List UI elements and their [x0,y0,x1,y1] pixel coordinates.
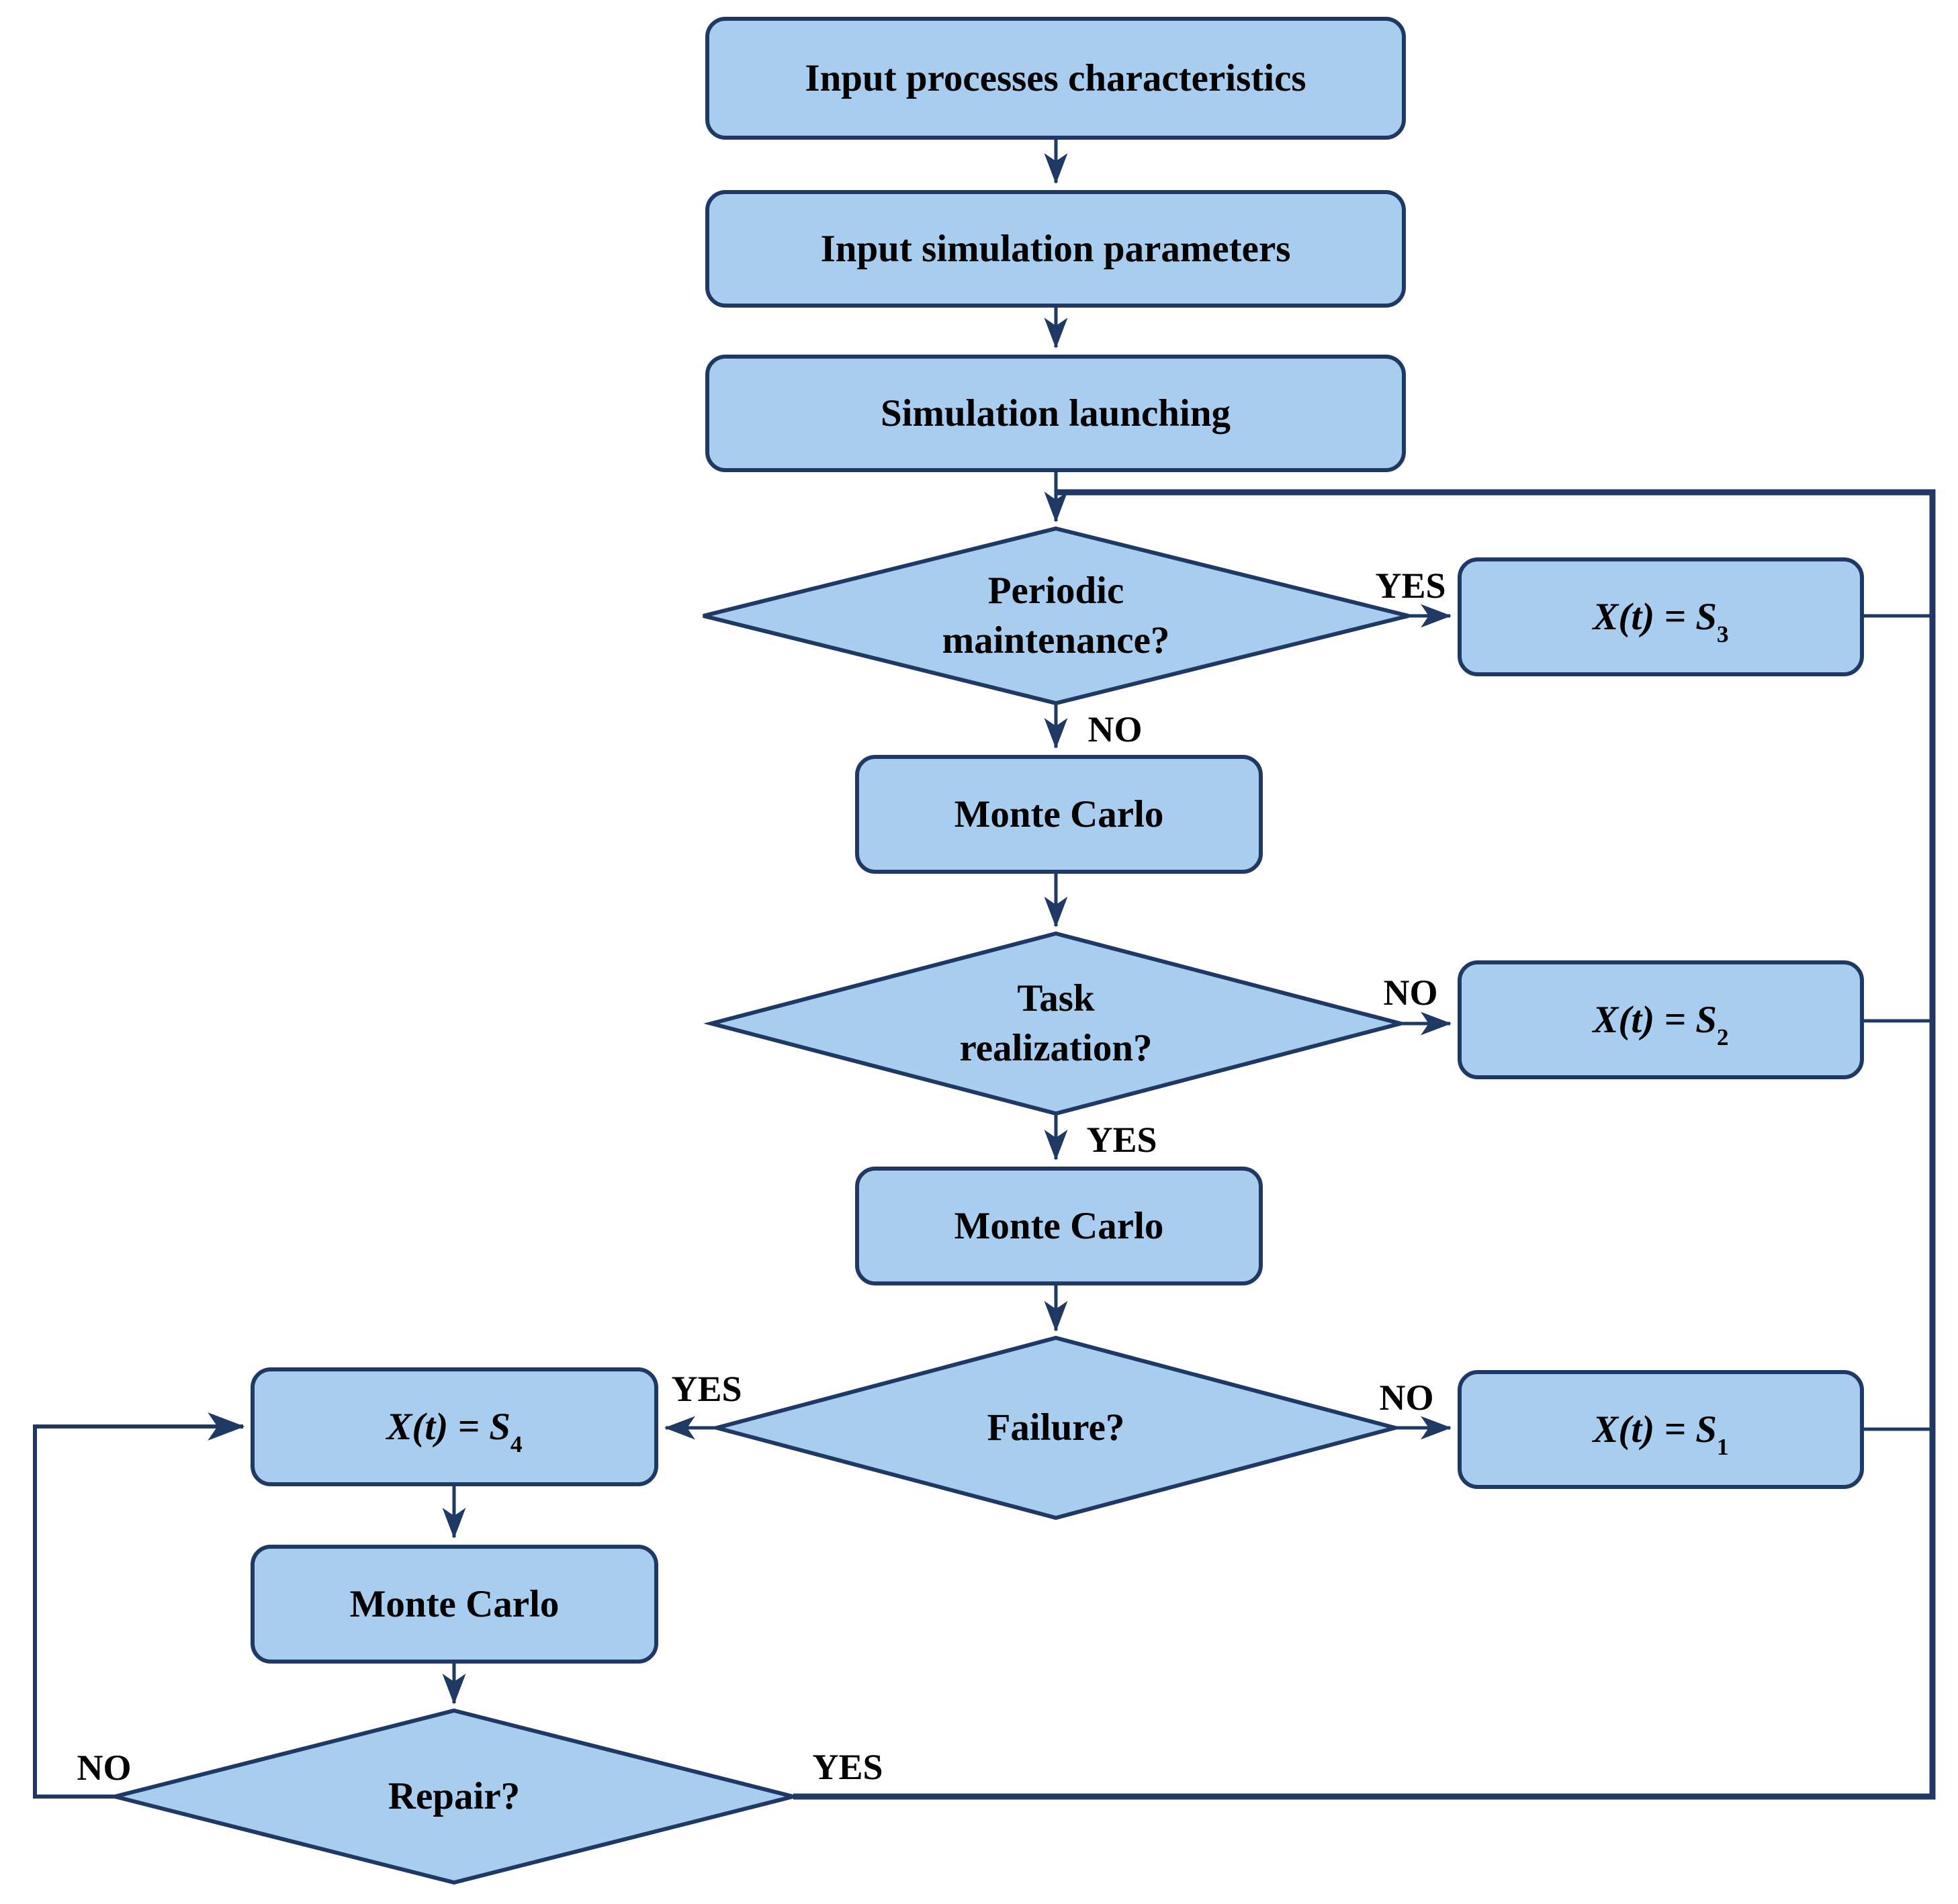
edge-repair-no-loop [33,1412,245,1799]
node-input-simulation-label: Input simulation parameters [820,227,1291,270]
node-monte-carlo-1-label: Monte Carlo [954,792,1164,835]
edge-label-repair-yes: YES [812,1747,883,1787]
node-state-s1-label: X(t) = S1 [1593,1408,1729,1460]
node-input-simulation: Input simulation parameters [705,190,1406,308]
node-state-s4-label: X(t) = S4 [386,1405,523,1457]
edge-repair-yes-return [793,489,1936,1800]
node-state-s4: X(t) = S4 [251,1367,658,1486]
task-realization-diamond [703,931,1409,1116]
edge-label-failure-yes: YES [671,1369,742,1409]
repair-diamond [114,1708,794,1885]
edge-label-periodic-yes: YES [1375,565,1446,606]
node-input-processes: Input processes characteristics [705,17,1406,140]
edge-label-repair-no: NO [77,1748,132,1788]
node-monte-carlo-3: Monte Carlo [251,1545,658,1664]
failure-diamond [709,1335,1403,1521]
node-monte-carlo-1: Monte Carlo [855,755,1263,874]
node-state-s2-label: X(t) = S2 [1593,998,1729,1050]
edge-label-periodic-no: NO [1087,709,1143,750]
edge-label-task-yes: YES [1086,1120,1157,1160]
node-simulation-launching: Simulation launching [705,355,1406,472]
edge-label-task-no: NO [1383,972,1438,1013]
edge-label-failure-no: NO [1379,1377,1434,1418]
node-input-processes-label: Input processes characteristics [805,56,1306,99]
node-monte-carlo-2-label: Monte Carlo [954,1204,1164,1247]
node-monte-carlo-3-label: Monte Carlo [349,1582,560,1625]
node-monte-carlo-2: Monte Carlo [855,1167,1263,1285]
node-state-s3-label: X(t) = S3 [1593,595,1729,647]
node-state-s3: X(t) = S3 [1458,557,1864,676]
node-simulation-launching-label: Simulation launching [880,392,1231,435]
node-state-s1: X(t) = S1 [1458,1370,1864,1489]
periodic-maintenance-diamond [703,526,1409,706]
node-state-s2: X(t) = S2 [1458,960,1864,1079]
